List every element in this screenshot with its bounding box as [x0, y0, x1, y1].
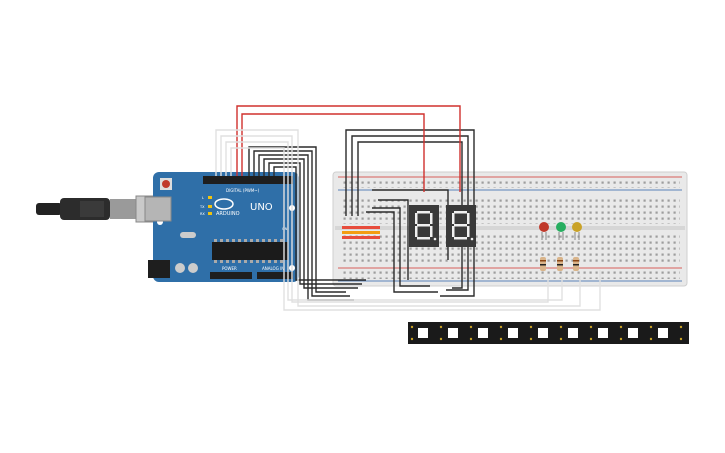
resistor-array[interactable] — [342, 226, 380, 239]
black-wires[interactable] — [248, 129, 475, 301]
power-label: POWER — [222, 266, 237, 271]
digital-label: DIGITAL (PWM~) — [226, 188, 260, 193]
l-label: L — [202, 196, 204, 200]
analog-label: ANALOG IN — [262, 266, 284, 271]
rx-label: RX — [200, 212, 205, 216]
on-label: ON — [282, 227, 288, 231]
yellow-led[interactable] — [572, 222, 582, 240]
breadboard[interactable] — [332, 171, 688, 287]
digital-header[interactable] — [203, 176, 293, 184]
reset-button[interactable] — [162, 180, 170, 188]
white-wires[interactable] — [215, 129, 601, 311]
tx-label: TX — [199, 205, 205, 209]
led-resistors[interactable] — [540, 257, 579, 271]
atmega-chip — [212, 242, 288, 260]
arduino-logo-icon — [214, 198, 234, 210]
analog-header[interactable] — [257, 272, 293, 279]
power-header[interactable] — [210, 272, 252, 279]
red-led[interactable] — [539, 222, 549, 240]
green-led[interactable] — [556, 222, 566, 240]
board-brand: ARDUINO — [216, 211, 240, 217]
arduino-uno-board[interactable]: ARDUINO UNO DIGITAL (PWM~) POWER ANALOG … — [144, 172, 299, 282]
seven-segment-display-1[interactable] — [409, 205, 439, 247]
red-wires[interactable] — [236, 105, 461, 192]
board-model: UNO — [250, 202, 273, 213]
neopixel-led-strip[interactable] — [408, 322, 689, 344]
seven-segment-display-2[interactable] — [446, 205, 476, 247]
